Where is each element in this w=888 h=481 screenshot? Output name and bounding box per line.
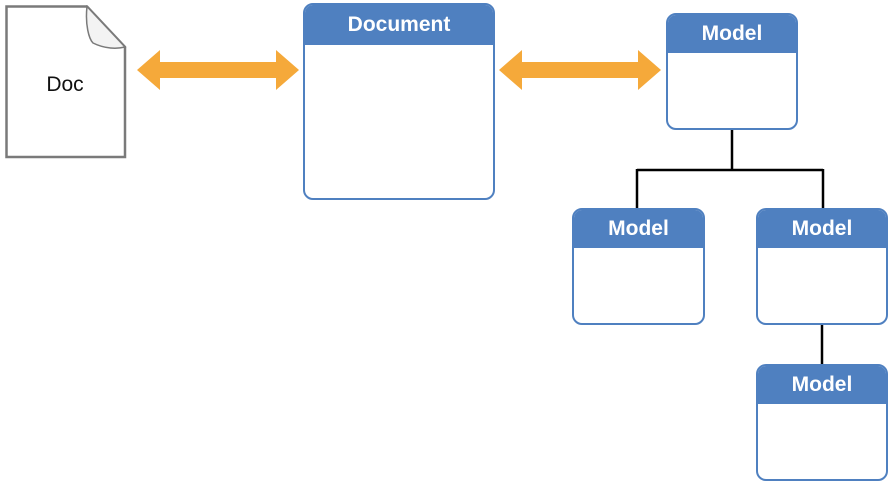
document-model-double-arrow-icon xyxy=(499,50,661,90)
model-box-right-child: Model xyxy=(756,208,888,325)
doc-file-label: Doc xyxy=(46,73,84,96)
model-right-child-title: Model xyxy=(758,210,886,248)
doc-file: Doc xyxy=(5,5,127,159)
document-file-icon xyxy=(5,5,127,159)
document-box: Document xyxy=(303,3,495,200)
document-box-title: Document xyxy=(305,5,493,45)
model-box-grandchild: Model xyxy=(756,364,888,481)
model-left-child-title: Model xyxy=(574,210,703,248)
model-grandchild-title: Model xyxy=(758,366,886,404)
file-document-double-arrow-icon xyxy=(137,50,299,90)
model-box-left-child: Model xyxy=(572,208,705,325)
model-tree-connector xyxy=(635,130,825,364)
model-root-title: Model xyxy=(668,15,796,53)
model-box-root: Model xyxy=(666,13,798,130)
